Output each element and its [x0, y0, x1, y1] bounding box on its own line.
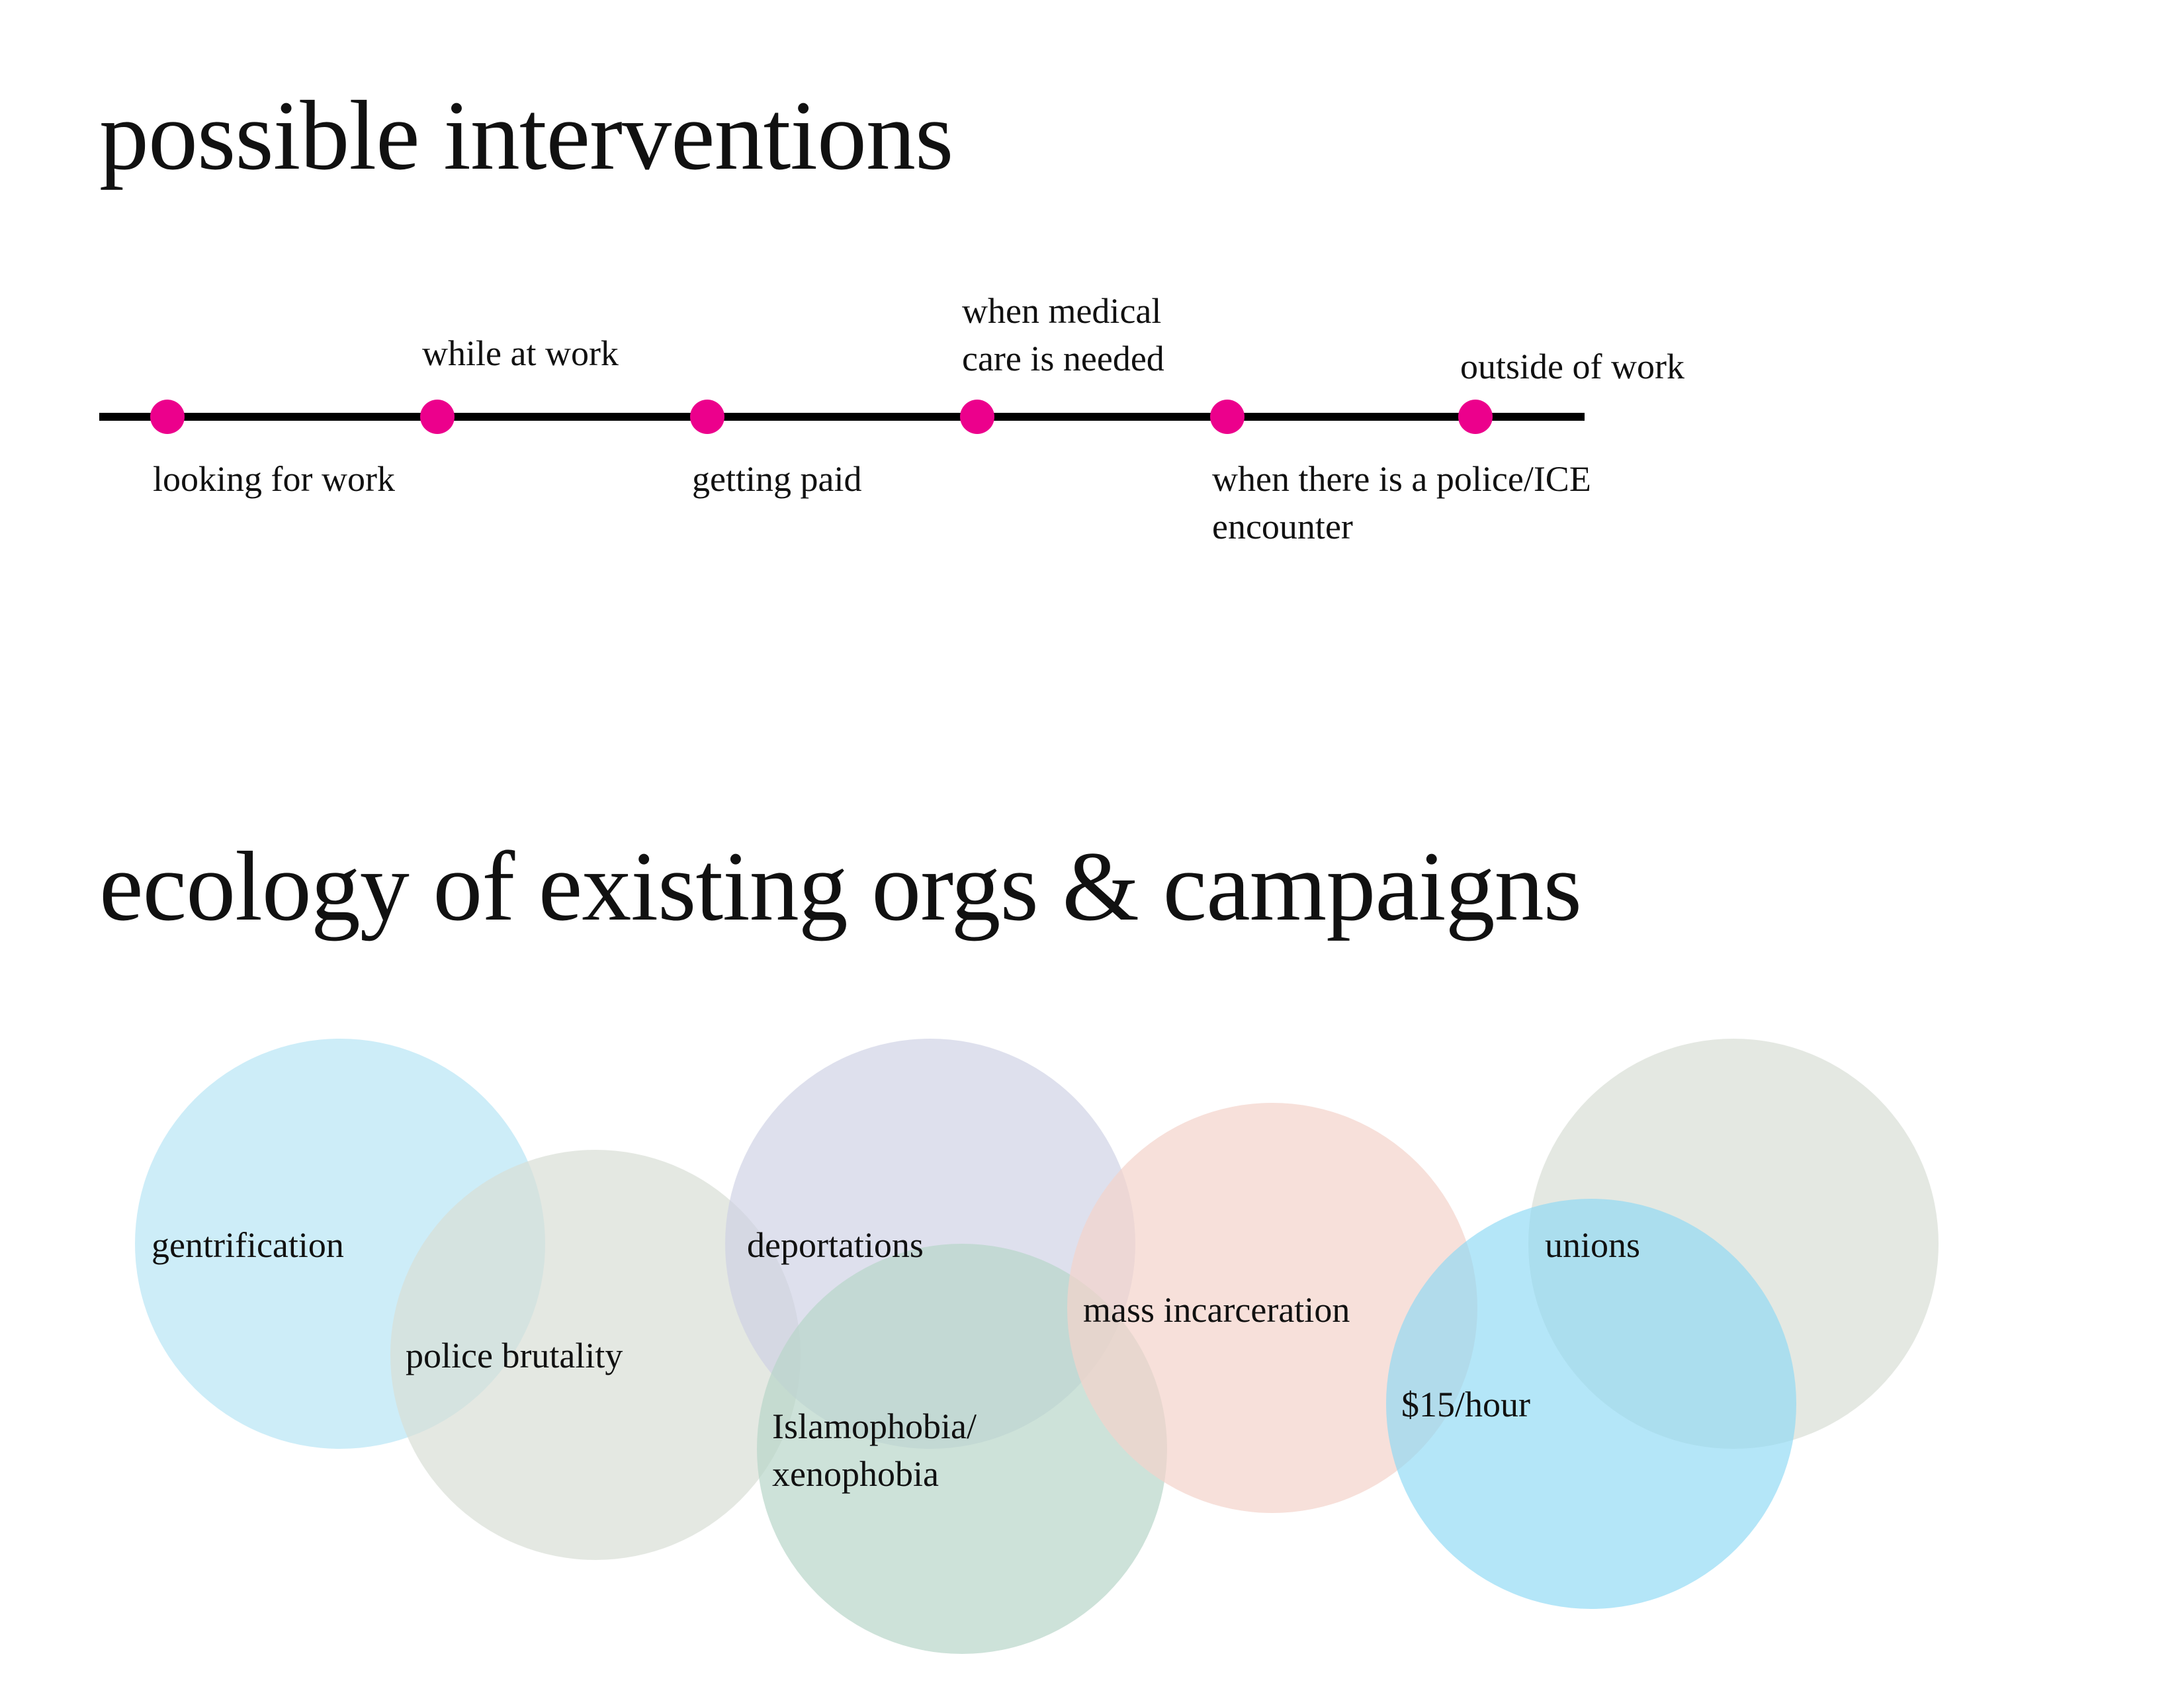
timeline-label-getting-paid: getting paid: [692, 459, 862, 499]
ecology-heading: ecology of existing orgs & campaigns: [99, 832, 1582, 941]
circle-label-islamophobia-xenophobia: Islamophobia/ xenophobia: [772, 1406, 977, 1494]
timeline-label-police-ice-encounter: when there is a police/ICE encounter: [1212, 459, 1591, 546]
timeline-label-looking-for-work: looking for work: [153, 459, 395, 499]
circle-label-gentrification: gentrification: [152, 1225, 344, 1265]
timeline-label-medical-care: when medical care is needed: [962, 291, 1164, 378]
circle-label-mass-incarceration: mass incarceration: [1083, 1290, 1350, 1330]
timeline-line: [99, 413, 1585, 421]
circle-label-15-dollar-hour: $15/hour: [1401, 1385, 1530, 1424]
timeline-label-while-at-work: while at work: [422, 333, 619, 373]
circle-15-dollar-hour: [1386, 1199, 1796, 1609]
timeline-dot-police-ice-encounter: [1210, 400, 1245, 434]
interventions-heading: possible interventions: [99, 81, 953, 191]
timeline-dot-outside-of-work: [1458, 400, 1493, 434]
timeline-dot-getting-paid: [690, 400, 724, 434]
timeline-dot-while-at-work: [420, 400, 455, 434]
timeline-dot-looking-for-work: [150, 400, 185, 434]
circle-label-unions: unions: [1545, 1225, 1641, 1265]
timeline-dot-medical-care: [960, 400, 994, 434]
circle-label-police-brutality: police brutality: [406, 1336, 623, 1375]
timeline-label-outside-of-work: outside of work: [1460, 347, 1684, 386]
circle-label-deportations: deportations: [747, 1225, 924, 1265]
